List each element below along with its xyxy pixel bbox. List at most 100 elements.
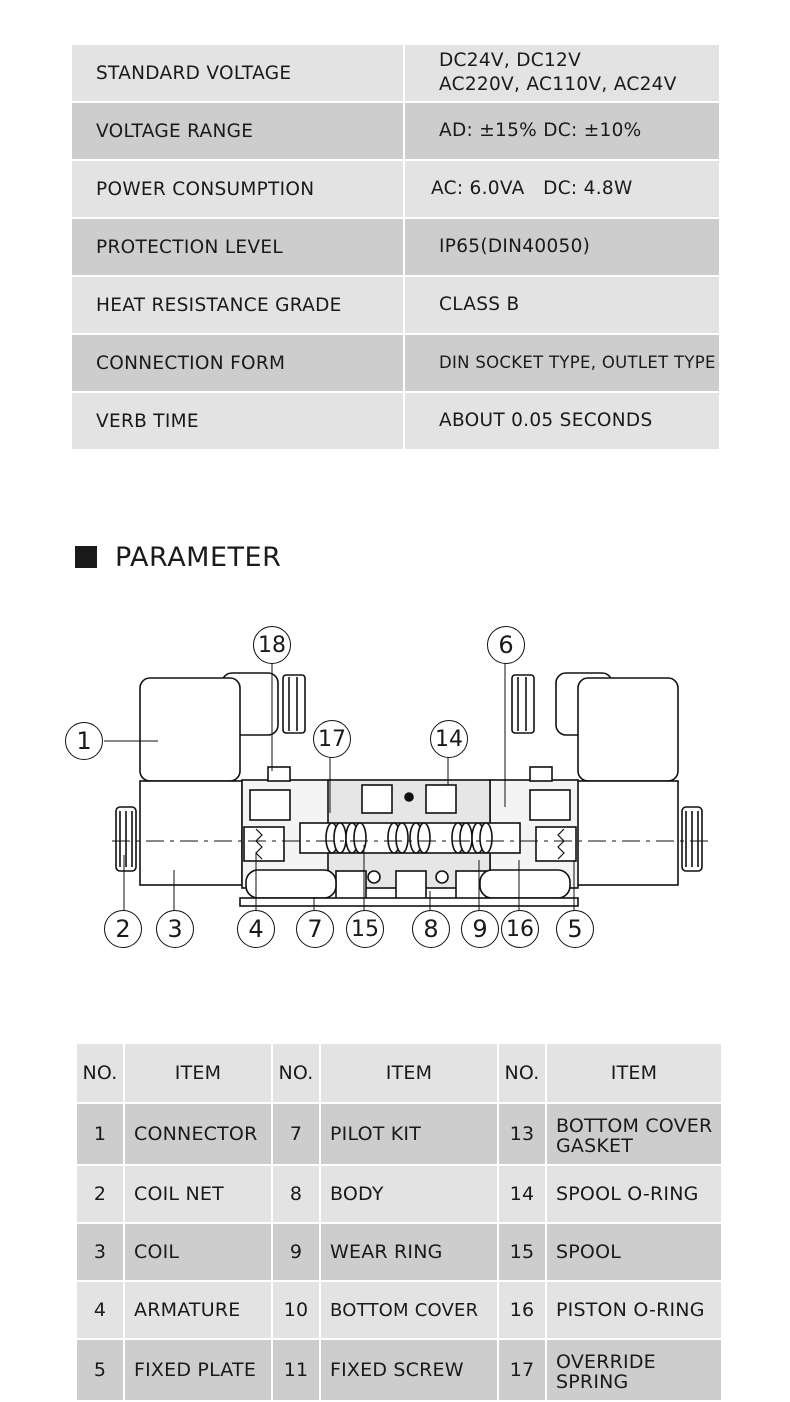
header-no: NO. bbox=[272, 1044, 321, 1104]
table-row: 4 ARMATURE 10 BOTTOM COVER 16 PISTON O-R… bbox=[77, 1281, 723, 1340]
part-item: SPOOL bbox=[546, 1223, 723, 1282]
callout-label: 4 bbox=[248, 915, 264, 943]
callout-5: 5 bbox=[556, 910, 594, 948]
callout-label: 18 bbox=[258, 632, 286, 658]
spec-row: CONNECTION FORM DIN SOCKET TYPE, OUTLET … bbox=[72, 334, 719, 393]
spec-label: PROTECTION LEVEL bbox=[72, 218, 405, 277]
callout-label: 1 bbox=[76, 727, 92, 755]
part-no: 14 bbox=[498, 1165, 547, 1224]
spec-value: ABOUT 0.05 SECONDS bbox=[404, 392, 719, 451]
part-item: COIL NET bbox=[124, 1165, 273, 1224]
callout-label: 6 bbox=[498, 631, 514, 659]
parts-table: NO. ITEM NO. ITEM NO. ITEM 1 CONNECTOR 7… bbox=[77, 1044, 723, 1402]
header-item: ITEM bbox=[320, 1044, 499, 1104]
spec-value-line: AC220V, AC110V, AC24V bbox=[439, 74, 677, 95]
spec-value: AD: ±15% DC: ±10% bbox=[404, 102, 719, 161]
part-item: BOTTOM COVER GASKET bbox=[546, 1103, 723, 1166]
callout-16: 16 bbox=[501, 910, 539, 948]
callout-15: 15 bbox=[346, 910, 384, 948]
part-no: 13 bbox=[498, 1103, 547, 1166]
callout-label: 17 bbox=[318, 726, 346, 752]
part-item: ARMATURE bbox=[124, 1281, 273, 1340]
parts-header-row: NO. ITEM NO. ITEM NO. ITEM bbox=[77, 1044, 723, 1104]
callout-layer: 1 18 17 14 6 2 3 4 7 15 8 9 16 5 bbox=[0, 615, 790, 960]
part-no: 3 bbox=[77, 1223, 125, 1282]
spec-label: STANDARD VOLTAGE bbox=[72, 45, 405, 103]
spec-label: VERB TIME bbox=[72, 392, 405, 451]
section-title: PARAMETER bbox=[115, 541, 282, 573]
part-item: COIL bbox=[124, 1223, 273, 1282]
callout-3: 3 bbox=[156, 910, 194, 948]
callout-6: 6 bbox=[487, 626, 525, 664]
spec-value: CLASS B bbox=[404, 276, 719, 335]
header-no: NO. bbox=[77, 1044, 125, 1104]
part-item: WEAR RING bbox=[320, 1223, 499, 1282]
spec-label: HEAT RESISTANCE GRADE bbox=[72, 276, 405, 335]
callout-8: 8 bbox=[412, 910, 450, 948]
callout-label: 2 bbox=[115, 915, 131, 943]
spec-row: VOLTAGE RANGE AD: ±15% DC: ±10% bbox=[72, 102, 719, 161]
part-no: 11 bbox=[272, 1339, 321, 1402]
spec-label: VOLTAGE RANGE bbox=[72, 102, 405, 161]
spec-value: DC24V, DC12V AC220V, AC110V, AC24V bbox=[404, 45, 719, 103]
spec-row: HEAT RESISTANCE GRADE CLASS B bbox=[72, 276, 719, 335]
table-row: 3 COIL 9 WEAR RING 15 SPOOL bbox=[77, 1223, 723, 1282]
part-item: FIXED SCREW bbox=[320, 1339, 499, 1402]
callout-1: 1 bbox=[65, 722, 103, 760]
part-item: CONNECTOR bbox=[124, 1103, 273, 1166]
spec-row: VERB TIME ABOUT 0.05 SECONDS bbox=[72, 392, 719, 451]
callout-label: 14 bbox=[435, 726, 463, 752]
part-item: PILOT KIT bbox=[320, 1103, 499, 1166]
part-item: OVERRIDE SPRING bbox=[546, 1339, 723, 1402]
header-no: NO. bbox=[498, 1044, 547, 1104]
callout-17: 17 bbox=[313, 720, 351, 758]
callout-label: 8 bbox=[423, 915, 439, 943]
header-item: ITEM bbox=[546, 1044, 723, 1104]
callout-2: 2 bbox=[104, 910, 142, 948]
valve-diagram bbox=[104, 662, 710, 910]
table-row: 5 FIXED PLATE 11 FIXED SCREW 17 OVERRIDE… bbox=[77, 1339, 723, 1402]
part-no: 4 bbox=[77, 1281, 125, 1340]
spec-row: PROTECTION LEVEL IP65(DIN40050) bbox=[72, 218, 719, 277]
callout-4: 4 bbox=[237, 910, 275, 948]
part-no: 2 bbox=[77, 1165, 125, 1224]
callout-label: 5 bbox=[567, 915, 583, 943]
part-item: BODY bbox=[320, 1165, 499, 1224]
spec-row: STANDARD VOLTAGE DC24V, DC12V AC220V, AC… bbox=[72, 45, 719, 103]
callout-label: 9 bbox=[472, 915, 488, 943]
spec-value-line: DC24V, DC12V bbox=[439, 50, 582, 71]
callout-label: 3 bbox=[167, 915, 183, 943]
part-item: BOTTOM COVER bbox=[320, 1281, 499, 1340]
spec-label: POWER CONSUMPTION bbox=[72, 160, 405, 219]
part-no: 1 bbox=[77, 1103, 125, 1166]
spec-row: POWER CONSUMPTION AC: 6.0VA DC: 4.8W bbox=[72, 160, 719, 219]
callout-9: 9 bbox=[461, 910, 499, 948]
header-item: ITEM bbox=[124, 1044, 273, 1104]
part-no: 17 bbox=[498, 1339, 547, 1402]
callout-label: 16 bbox=[506, 916, 534, 942]
spec-label: CONNECTION FORM bbox=[72, 334, 405, 393]
callout-label: 15 bbox=[351, 916, 379, 942]
spec-value: IP65(DIN40050) bbox=[404, 218, 719, 277]
part-no: 15 bbox=[498, 1223, 547, 1282]
spec-value: AC: 6.0VA DC: 4.8W bbox=[404, 160, 719, 219]
table-row: 2 COIL NET 8 BODY 14 SPOOL O-RING bbox=[77, 1165, 723, 1224]
table-row: 1 CONNECTOR 7 PILOT KIT 13 BOTTOM COVER … bbox=[77, 1103, 723, 1166]
part-item: PISTON O-RING bbox=[546, 1281, 723, 1340]
part-item: SPOOL O-RING bbox=[546, 1165, 723, 1224]
part-no: 5 bbox=[77, 1339, 125, 1402]
part-no: 7 bbox=[272, 1103, 321, 1166]
callout-label: 7 bbox=[307, 915, 323, 943]
part-no: 10 bbox=[272, 1281, 321, 1340]
part-no: 9 bbox=[272, 1223, 321, 1282]
part-no: 8 bbox=[272, 1165, 321, 1224]
callout-18: 18 bbox=[253, 626, 291, 664]
spec-table: STANDARD VOLTAGE DC24V, DC12V AC220V, AC… bbox=[72, 45, 719, 451]
section-heading: PARAMETER bbox=[75, 540, 281, 574]
part-no: 16 bbox=[498, 1281, 547, 1340]
spec-value: DIN SOCKET TYPE, OUTLET TYPE bbox=[404, 334, 719, 393]
heading-square-icon bbox=[75, 546, 97, 568]
callout-14: 14 bbox=[430, 720, 468, 758]
part-item: FIXED PLATE bbox=[124, 1339, 273, 1402]
callout-7: 7 bbox=[296, 910, 334, 948]
